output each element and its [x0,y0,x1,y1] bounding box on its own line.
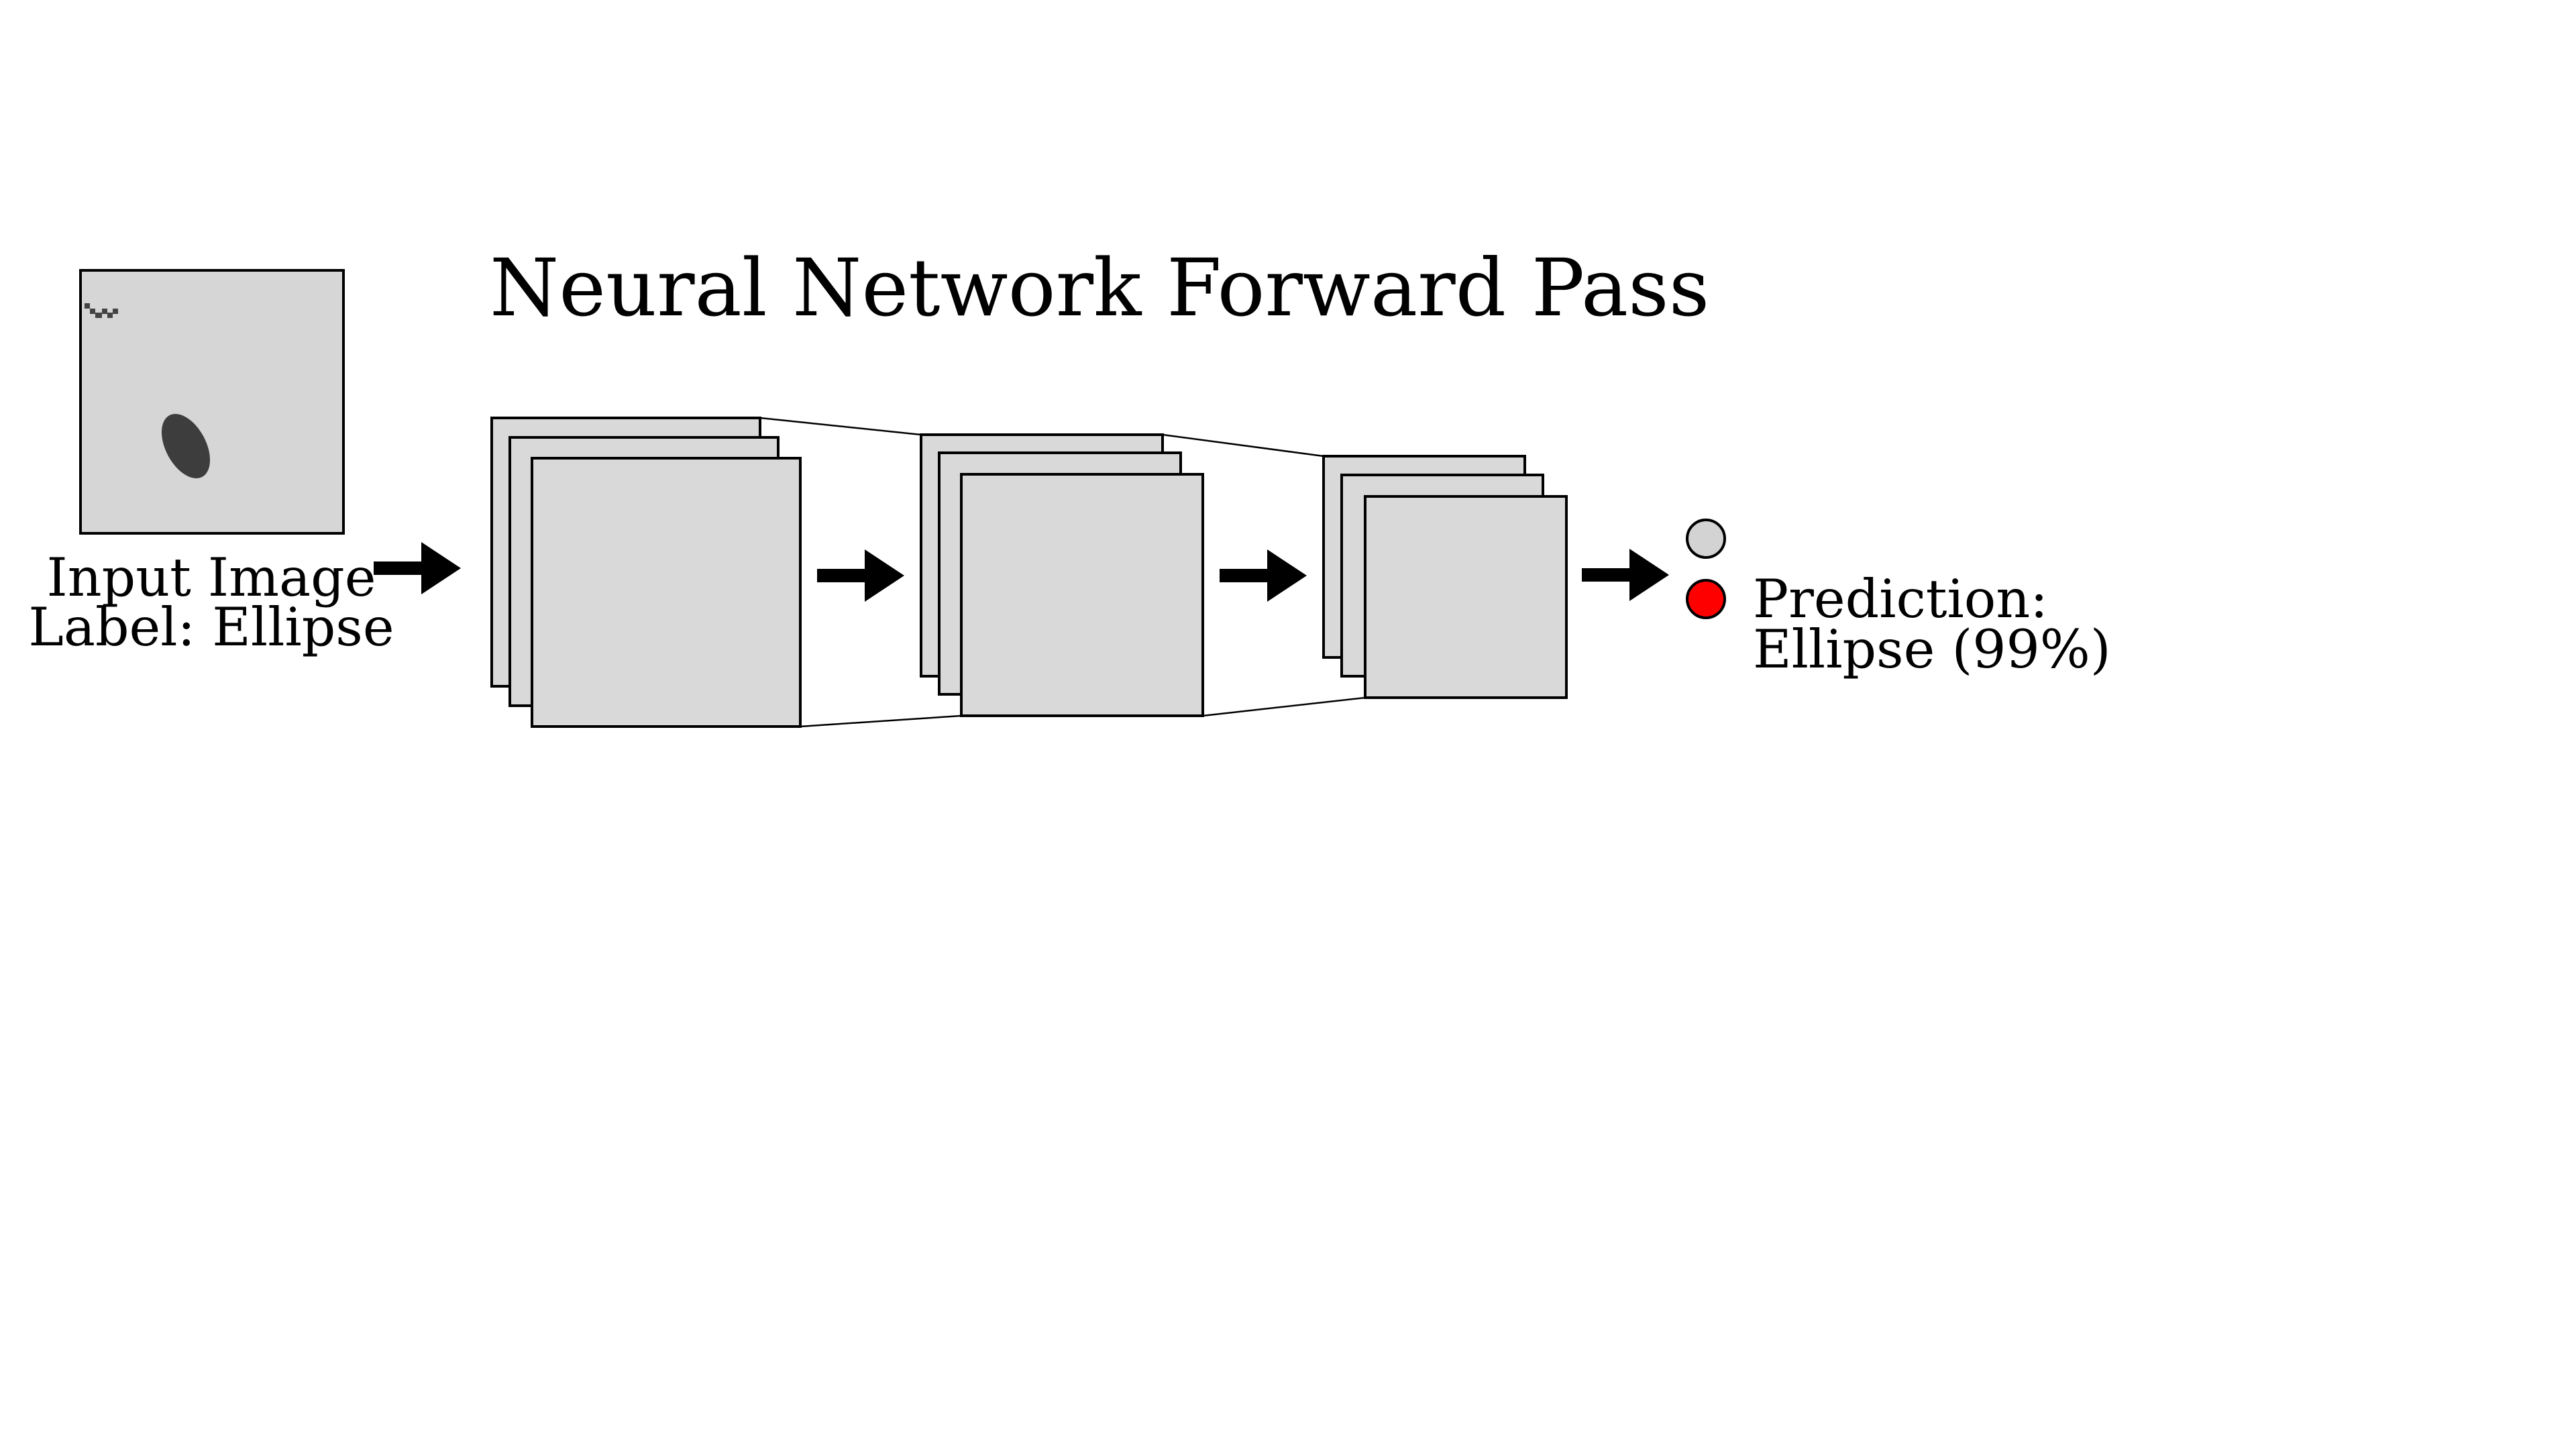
feature-map-front [531,457,802,728]
feature-map-front [1364,495,1568,699]
output-node-predicted [1686,579,1726,619]
right-arrow-icon [374,542,461,594]
output-node-inactive [1686,519,1726,559]
input-caption-line1: Input Image [47,547,376,608]
input-noise-marks [85,303,118,318]
feature-map-stack-3 [1322,455,1568,699]
prediction-value: Ellipse (99%) [1753,619,2111,680]
right-arrow-icon [1582,549,1669,601]
prediction-label: Prediction: [1753,568,2048,630]
feature-map-stack-2 [920,433,1204,717]
right-arrow-icon [817,549,904,602]
feature-map-stack-1 [490,417,802,728]
diagram-title: Neural Network Forward Pass [490,241,1709,334]
input-ellipse-shape [161,413,211,479]
feature-map-front [960,473,1204,717]
connector-lines [759,417,1366,728]
right-arrow-icon [1220,549,1307,602]
input-image [79,269,345,535]
input-caption-line2: Label: Ellipse [28,596,394,658]
